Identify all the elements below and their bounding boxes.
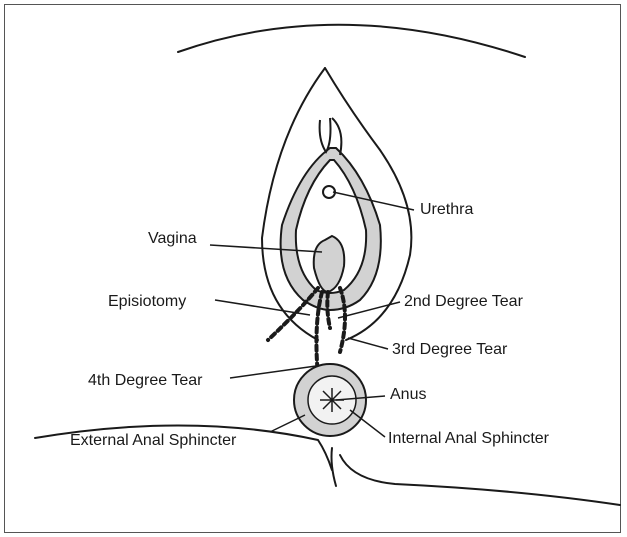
clitoral-hood: [320, 118, 331, 152]
second-degree-tear-label: 2nd Degree Tear: [404, 293, 523, 311]
episiotomy-label: Episiotomy: [108, 293, 186, 311]
urethra-label: Urethra: [420, 201, 473, 219]
internal-anal-sphincter-label: Internal Anal Sphincter: [388, 430, 549, 448]
episiotomy-leader: [215, 300, 310, 315]
external-anal-sphincter-label: External Anal Sphincter: [70, 432, 236, 450]
external-sphincter-leader: [270, 415, 305, 432]
third-degree-tear-label: 3rd Degree Tear: [392, 341, 507, 359]
vagina-label: Vagina: [148, 230, 197, 248]
mons-curve: [178, 25, 525, 57]
anus-label: Anus: [390, 386, 426, 404]
fourth-degree-tear-label: 4th Degree Tear: [88, 372, 202, 390]
right-buttock-curve: [340, 455, 620, 505]
episiotomy-line: [268, 288, 318, 340]
gluteal-cleft: [332, 448, 337, 486]
third-degree-leader: [348, 338, 388, 349]
